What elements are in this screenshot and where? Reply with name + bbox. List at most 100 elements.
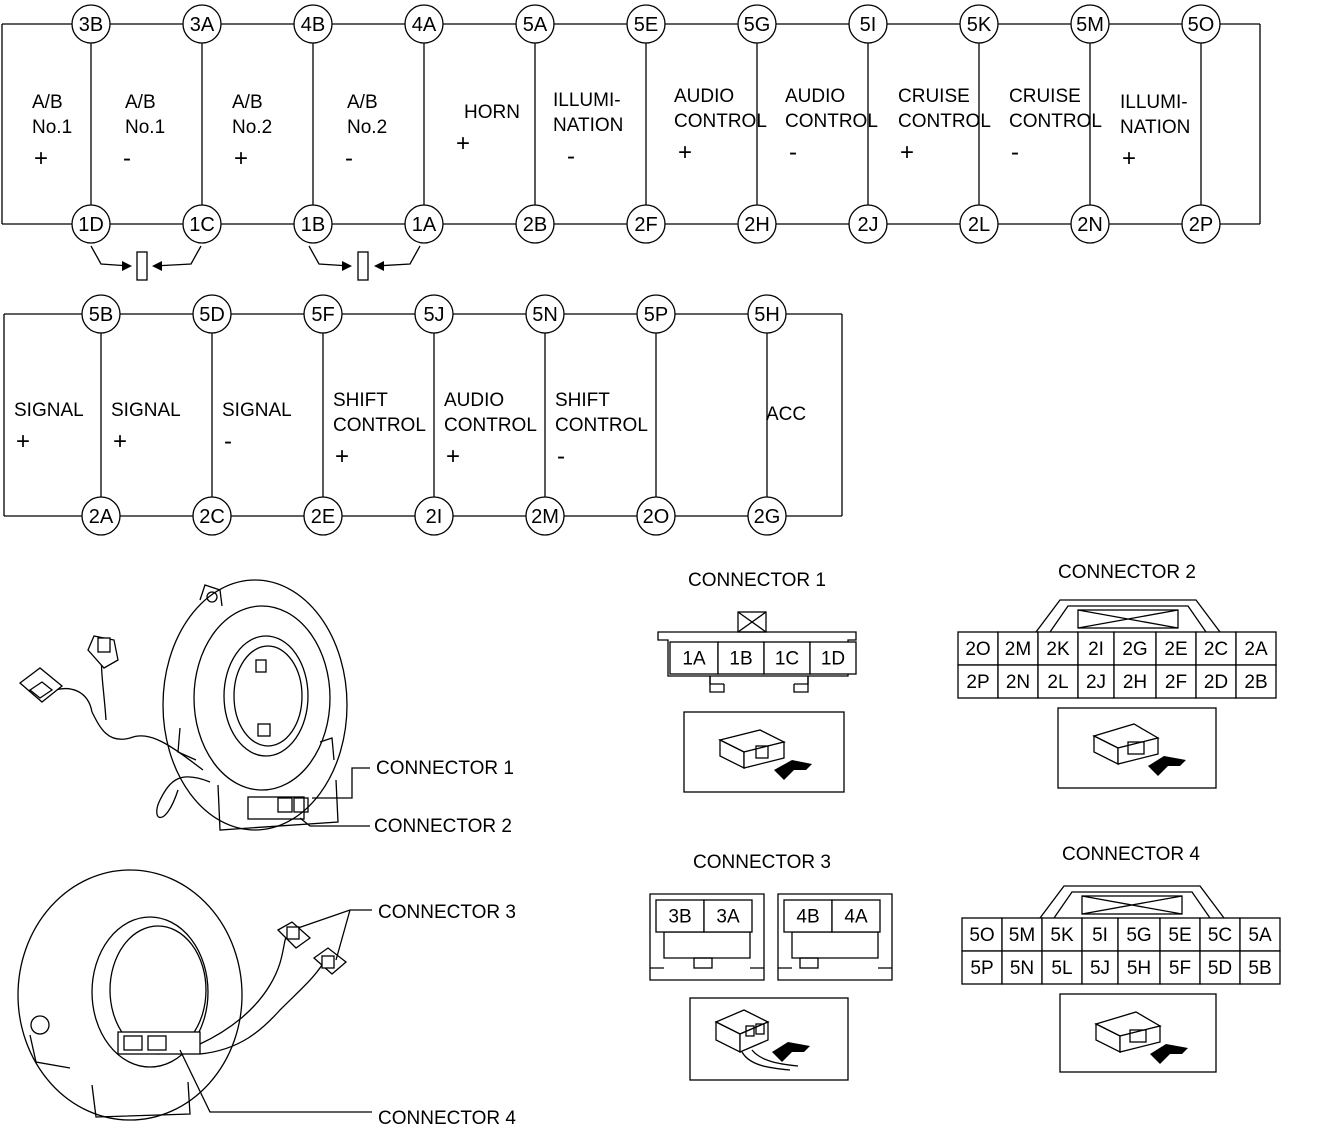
terminal-label: 2L bbox=[968, 214, 990, 236]
circuit-label-line: HORN bbox=[464, 102, 520, 123]
pin-label: 1B bbox=[729, 649, 752, 670]
connector-4-pin-5p: 5P bbox=[961, 950, 1003, 985]
connector-2-title: CONNECTOR 2 bbox=[1058, 562, 1196, 583]
connector-2-pin-2b: 2B bbox=[1235, 664, 1277, 699]
connector-2-pin-2o: 2O bbox=[957, 631, 999, 666]
top-circuit-terminals: 3B1D3A1C4B1B4A1A5A2B5E2F5G2H5I2J5K2L5M2N… bbox=[71, 4, 1221, 244]
terminal-2g: 2G bbox=[747, 496, 787, 536]
pin-label: 2D bbox=[1204, 672, 1228, 693]
terminal-5n: 5N bbox=[525, 294, 565, 334]
terminal-label: 1C bbox=[189, 214, 215, 236]
terminal-label: 2C bbox=[199, 506, 225, 528]
pin-label: 1A bbox=[682, 649, 706, 670]
terminal-label: 5N bbox=[532, 304, 558, 326]
circuit-label-5b: SIGNAL + bbox=[14, 400, 84, 455]
terminal-1b: 1B bbox=[293, 204, 333, 244]
terminal-label: 2E bbox=[311, 506, 335, 528]
connector-4-view-box bbox=[1059, 993, 1217, 1073]
polarity-sign: - bbox=[557, 443, 565, 470]
circuit-label-line: SIGNAL bbox=[111, 400, 181, 421]
terminal-2j: 2J bbox=[848, 204, 888, 244]
polarity-sign: + bbox=[446, 443, 460, 470]
polarity-sign: + bbox=[16, 428, 30, 455]
terminal-label: 2M bbox=[531, 506, 559, 528]
terminal-label: 2A bbox=[89, 506, 114, 528]
circuit-label-line: ILLUMI- bbox=[553, 90, 621, 111]
terminal-2i: 2I bbox=[414, 496, 454, 536]
circuit-label-line: CRUISE bbox=[898, 86, 970, 107]
pin-label: 2I bbox=[1088, 639, 1104, 660]
connector-2-pin-2f: 2F bbox=[1155, 664, 1197, 699]
pin-label: 2E bbox=[1164, 639, 1187, 660]
terminal-3b: 3B bbox=[71, 4, 111, 44]
connector-2-pin-2c: 2C bbox=[1195, 631, 1237, 666]
circuit-label-5f: SIGNAL- bbox=[222, 400, 292, 455]
pin-label: 2K bbox=[1046, 639, 1070, 660]
shorting-bar-airbag-no1 bbox=[90, 245, 202, 281]
connector-2-pin-2n: 2N bbox=[997, 664, 1039, 699]
circuit-label-5h: ACC bbox=[766, 404, 806, 425]
circuit-label-line: A/B bbox=[32, 92, 63, 113]
connector-1-pin-1c: 1C bbox=[763, 641, 811, 675]
terminal-label: 5A bbox=[523, 14, 548, 36]
connector-4-pin-5h: 5H bbox=[1117, 950, 1161, 985]
terminal-label: 5K bbox=[967, 14, 992, 36]
clock-spring-front-illustration bbox=[18, 579, 348, 831]
pin-label: 5F bbox=[1169, 958, 1191, 979]
circuit-label-line: CONTROL bbox=[674, 111, 767, 132]
pin-label: 5D bbox=[1208, 958, 1232, 979]
terminal-label: 5J bbox=[423, 304, 444, 326]
shorting-bar-airbag-no2 bbox=[308, 245, 421, 281]
circuit-label-line: SIGNAL bbox=[14, 400, 84, 421]
terminal-5b: 5B bbox=[81, 294, 121, 334]
connector-2-view-icon bbox=[1092, 723, 1186, 776]
terminal-2e: 2E bbox=[303, 496, 343, 536]
pin-label: 2A bbox=[1244, 639, 1268, 660]
terminal-label: 2F bbox=[634, 214, 657, 236]
terminal-label: 5B bbox=[89, 304, 113, 326]
terminal-2m: 2M bbox=[525, 496, 565, 536]
connector-3b-pin-4a: 4A bbox=[831, 899, 881, 933]
pin-label: 5I bbox=[1092, 925, 1108, 946]
connector-4-pin-5m: 5M bbox=[1001, 917, 1043, 952]
pin-label: 4A bbox=[844, 907, 868, 928]
terminal-2p: 2P bbox=[1181, 204, 1221, 244]
connector-4-pin-5n: 5N bbox=[1001, 950, 1043, 985]
pin-label: 5J bbox=[1090, 958, 1110, 979]
polarity-sign: + bbox=[1122, 145, 1136, 172]
connector-4-pin-5o: 5O bbox=[961, 917, 1003, 952]
clock-spring-rear-illustration bbox=[17, 869, 348, 1121]
terminal-2a: 2A bbox=[81, 496, 121, 536]
terminal-label: 2P bbox=[1189, 214, 1213, 236]
terminal-label: 2B bbox=[523, 214, 547, 236]
polarity-sign: + bbox=[34, 145, 48, 172]
circuit-label-5o: ILLUMI-NATION+ bbox=[1120, 92, 1190, 172]
pin-label: 2P bbox=[966, 672, 989, 693]
polarity-sign: - bbox=[224, 428, 232, 455]
connector-4-pin-5f: 5F bbox=[1159, 950, 1201, 985]
pin-label: 5M bbox=[1009, 925, 1035, 946]
circuit-label-line: CONTROL bbox=[333, 415, 426, 436]
connector-2-pin-2l: 2L bbox=[1037, 664, 1079, 699]
terminal-5d: 5D bbox=[192, 294, 232, 334]
connector-4-pin-5g: 5G bbox=[1117, 917, 1161, 952]
top-circuit-labels: A/BNo.1+A/BNo.1-A/BNo.2+A/BNo.2-HORN+ILL… bbox=[32, 86, 1190, 172]
connector-4-pin-5j: 5J bbox=[1081, 950, 1119, 985]
wire-plug-right bbox=[87, 635, 119, 669]
wire-plug-lower bbox=[312, 947, 348, 975]
circuit-label-line: No.2 bbox=[347, 117, 387, 138]
bottom-circuit-labels: SIGNAL+SIGNAL+SIGNAL-SHIFTCONTROL+AUDIOC… bbox=[14, 390, 806, 470]
connector-1-view-box bbox=[683, 711, 845, 793]
connector-4-pin-5d: 5D bbox=[1199, 950, 1241, 985]
connector-2-pin-2p: 2P bbox=[957, 664, 999, 699]
circuit-label-line: No.1 bbox=[125, 117, 165, 138]
terminal-label: 2O bbox=[643, 506, 670, 528]
terminal-1c: 1C bbox=[182, 204, 222, 244]
terminal-label: 3A bbox=[190, 14, 215, 36]
terminal-5i: 5I bbox=[848, 4, 888, 44]
